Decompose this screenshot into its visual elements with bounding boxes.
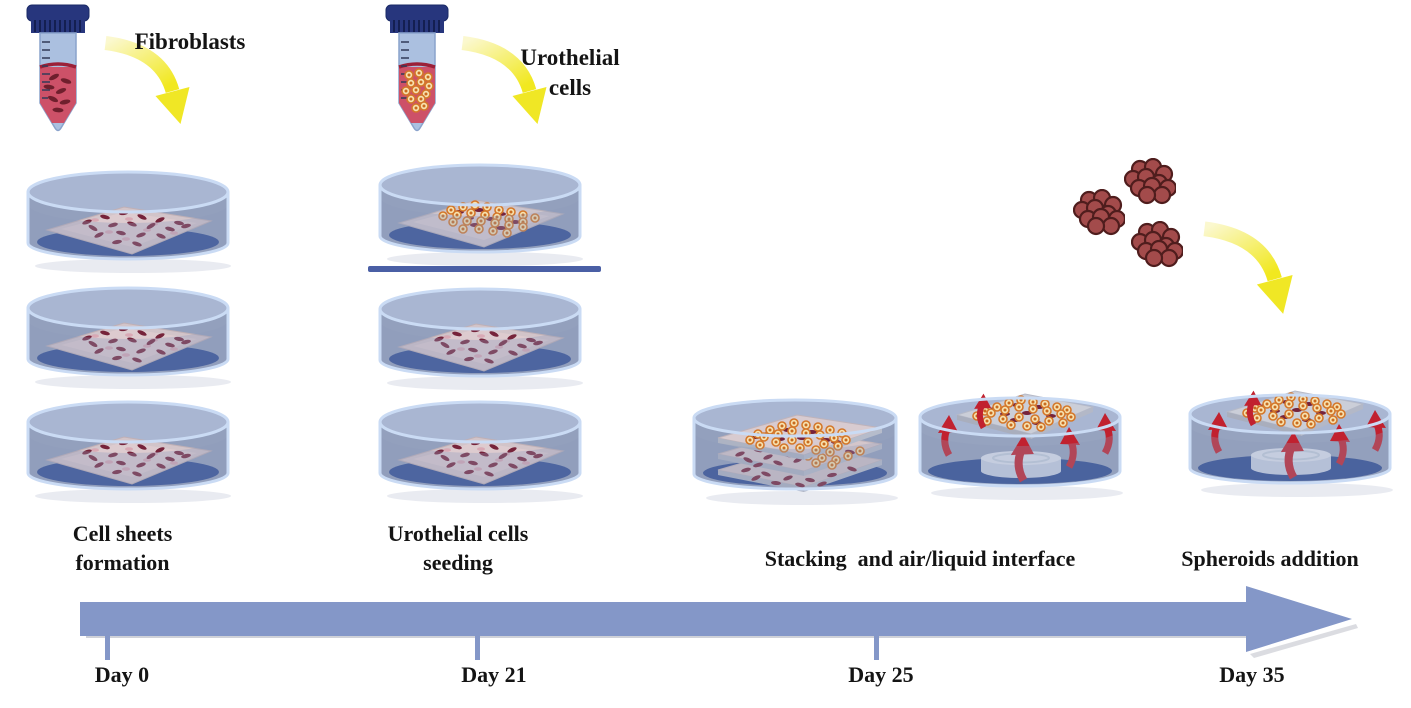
step-label-stacking-air-liquid: Stacking and air/liquid interface bbox=[764, 546, 1076, 571]
timeline-arrow bbox=[80, 586, 1358, 660]
separator-line bbox=[368, 266, 601, 272]
urothelial-tube-icon bbox=[373, 2, 461, 135]
spheroids-addition-arrow-icon bbox=[1196, 220, 1301, 328]
spheroid-icon bbox=[1131, 221, 1183, 271]
step-label-urothelial-seeding: Urothelial cells seeding bbox=[387, 521, 529, 575]
fibroblast-tube-icon bbox=[14, 2, 102, 135]
petri-dish-cell-sheet-icon bbox=[25, 162, 231, 276]
petri-dish-cell-sheet-icon bbox=[377, 392, 583, 506]
air-liquid-interface-dish-icon bbox=[917, 379, 1123, 503]
petri-dish-cell-sheet-icon bbox=[25, 392, 231, 506]
step-label-spheroids-addition: Spheroids addition bbox=[1181, 546, 1359, 571]
fibroblasts-label: Fibroblasts bbox=[134, 29, 246, 54]
stacked-sheets-dish-icon bbox=[690, 390, 902, 508]
day-label-0: Day 0 bbox=[94, 662, 150, 687]
day-label-21: Day 21 bbox=[461, 662, 527, 687]
spheroid-icon bbox=[1073, 189, 1125, 239]
petri-dish-cell-sheet-icon bbox=[377, 279, 583, 393]
day-label-25: Day 25 bbox=[848, 662, 914, 687]
petri-dish-urothelial-seeded-icon bbox=[377, 155, 583, 269]
urothelial-cells-label: Urothelial cells bbox=[520, 45, 620, 100]
spheroids-dish-icon bbox=[1187, 376, 1393, 500]
spheroid-icon bbox=[1124, 158, 1176, 208]
step-label-cell-sheets-formation: Cell sheets formation bbox=[72, 521, 173, 575]
petri-dish-cell-sheet-icon bbox=[25, 278, 231, 392]
day-label-35: Day 35 bbox=[1219, 662, 1285, 687]
